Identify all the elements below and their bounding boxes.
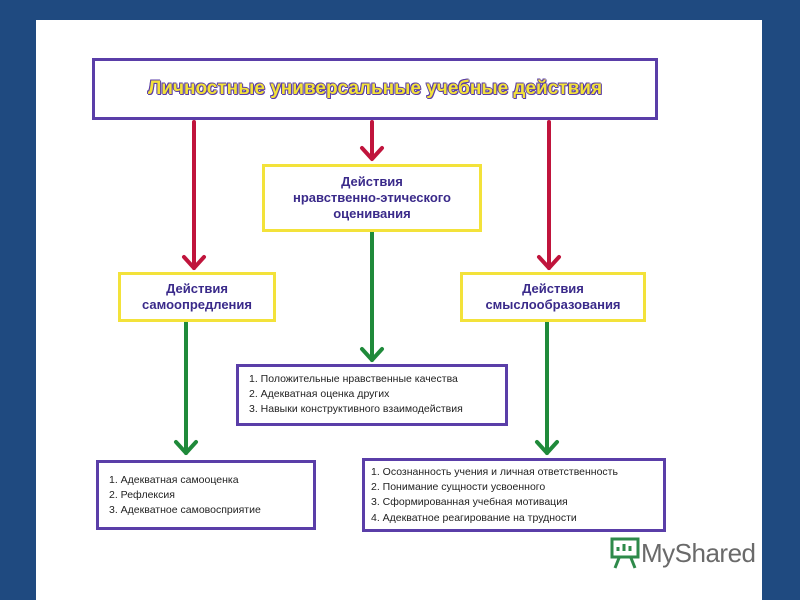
title-text: Личностные универсальные учебные действи… [147, 78, 603, 99]
watermark-text: MyShared [641, 537, 756, 568]
list-item: 2. Адекватная оценка других [249, 388, 390, 401]
meaning-formation-list-box: 1. Осознанность учения и личная ответств… [362, 458, 666, 532]
meaning-formation-box: Действия смыслообразования [460, 272, 646, 322]
list-item: 1. Адекватная самооценка [109, 474, 239, 486]
green-arrow-middle-head [360, 347, 384, 362]
ethics-box-line1: Действия [341, 173, 403, 189]
list-item: 2. Понимание сущности усвоенного [371, 481, 546, 494]
ethics-box-line2: нравственно-этического [293, 189, 451, 205]
self-determination-list-box: 1. Адекватная самооценка 2. Рефлексия 3.… [96, 460, 316, 530]
list-item: 3. Навыки конструктивного взаимодействия [249, 403, 463, 416]
list-item: 3. Сформированная учебная мотивация [371, 496, 568, 509]
green-arrow-right-head [535, 440, 559, 455]
list-item: 4. Адекватное реагирование на трудности [371, 511, 577, 524]
ethics-list-box: 1. Положительные нравственные качества 2… [236, 364, 508, 426]
self-determination-line2: самоопредления [142, 297, 252, 312]
myshared-watermark: MyShared [609, 536, 756, 570]
red-arrow-middle-head [360, 146, 384, 161]
ethics-box-line3: оценивания [333, 206, 411, 222]
red-arrow-right-head [537, 255, 561, 270]
green-arrow-left-head [174, 440, 198, 455]
presentation-board-icon [610, 537, 640, 569]
list-item: 1. Осознанность учения и личная ответств… [371, 466, 618, 478]
list-item: 3. Адекватное самовосприятие [109, 504, 261, 517]
self-determination-line1: Действия [166, 280, 228, 296]
red-arrow-left-head [182, 255, 206, 270]
meaning-formation-line2: смыслообразования [485, 297, 621, 312]
meaning-formation-line1: Действия [522, 280, 584, 296]
ethics-actions-box: Действия нравственно-этического оцениван… [262, 164, 482, 232]
list-item: 2. Рефлексия [109, 489, 175, 502]
list-item: 1. Положительные нравственные качества [249, 373, 458, 385]
self-determination-box: Действия самоопредления [118, 272, 276, 322]
title-box: Личностные универсальные учебные действи… [92, 58, 658, 120]
